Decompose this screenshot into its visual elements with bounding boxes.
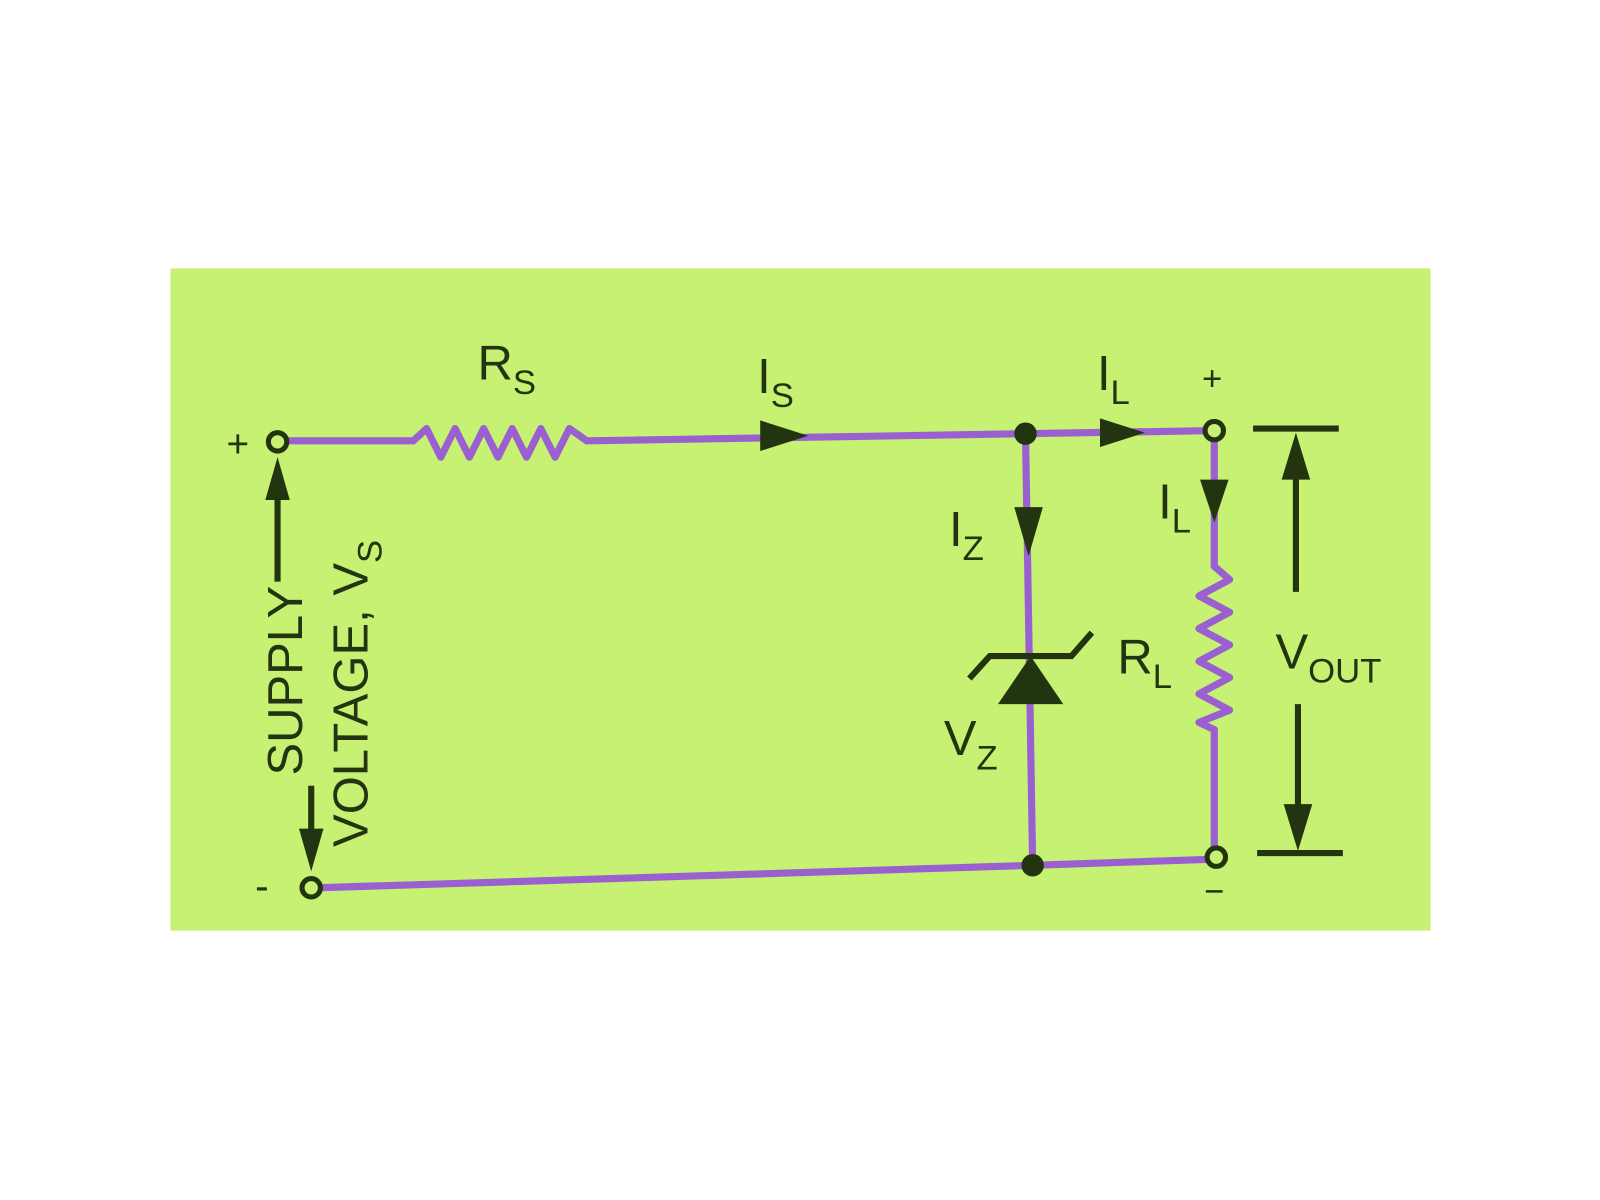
vs-down-arrow-icon: [298, 828, 324, 872]
zener-branch-wire: [1021, 430, 1037, 869]
vout-down-arrow-icon: [1283, 804, 1313, 852]
il-side-arrow-icon: [1200, 479, 1229, 523]
label-minus-in: -: [255, 863, 269, 909]
vs-up-arrow-icon: [265, 457, 290, 500]
label-plus-in: +: [227, 423, 250, 466]
il-top-arrow-icon: [1100, 418, 1145, 447]
label-vz: VZ: [944, 712, 998, 777]
label-supply: SUPPLY: [259, 586, 313, 776]
diagram-background: [170, 268, 1431, 931]
output-minus-terminal: [1204, 845, 1229, 869]
input-minus-terminal: [299, 876, 323, 900]
label-rl: RL: [1117, 630, 1172, 695]
load-resistor-rl: [1195, 562, 1234, 734]
vout-up-arrow-icon: [1281, 432, 1311, 480]
zener-diode-bar: [967, 630, 1095, 681]
label-iz: IZ: [949, 503, 984, 568]
is-arrow-icon: [760, 420, 809, 452]
bottom-junction-dot: [1021, 854, 1044, 877]
label-rs: RS: [478, 337, 537, 402]
output-plus-terminal: [1202, 418, 1227, 443]
zener-diode-icon: [997, 656, 1064, 705]
label-supply-voltage: VOLTAGE, VS: [324, 540, 389, 847]
label-minus-out: −: [1204, 873, 1224, 911]
series-resistor-rs: [409, 425, 591, 461]
top-junction-dot: [1014, 422, 1037, 445]
input-plus-terminal: [265, 430, 290, 454]
label-plus-out: +: [1202, 360, 1222, 398]
label-vout: VOUT: [1276, 625, 1382, 690]
label-is: IS: [757, 350, 794, 415]
label-il-top: IL: [1097, 347, 1130, 412]
label-il-side: IL: [1158, 475, 1191, 540]
iz-arrow-icon: [1014, 507, 1043, 557]
